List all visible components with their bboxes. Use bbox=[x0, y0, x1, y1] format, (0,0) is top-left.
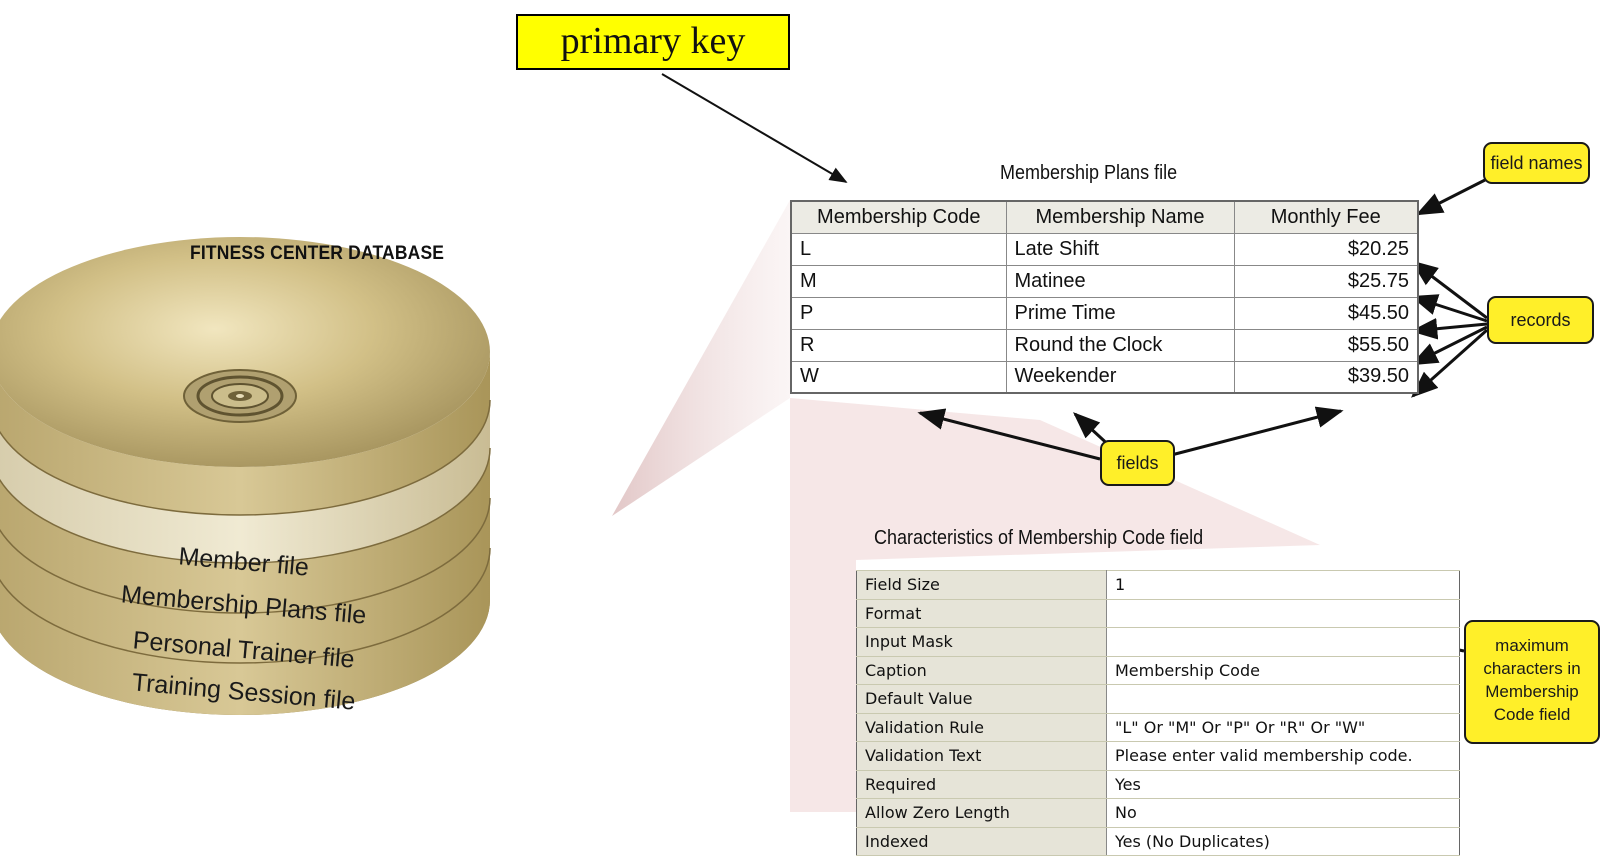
property-name: Required bbox=[856, 769, 1107, 799]
cell-code: L bbox=[790, 232, 1007, 266]
property-name: Indexed bbox=[856, 826, 1107, 856]
table-row: M Matinee $25.75 bbox=[790, 264, 1419, 298]
callout-field-names: field names bbox=[1483, 142, 1590, 184]
property-name: Field Size bbox=[856, 570, 1107, 600]
cell-fee: $45.50 bbox=[1233, 296, 1419, 330]
arrow-field-1 bbox=[917, 408, 1101, 461]
cell-code: P bbox=[790, 296, 1007, 330]
cell-name: Weekender bbox=[1005, 360, 1235, 394]
cell-fee: $25.75 bbox=[1233, 264, 1419, 298]
property-name: Caption bbox=[856, 655, 1107, 685]
cell-name: Matinee bbox=[1005, 264, 1235, 298]
property-value bbox=[1106, 598, 1460, 628]
characteristics-title: Characteristics of Membership Code field bbox=[874, 527, 1204, 549]
property-row: Default Value bbox=[856, 684, 1460, 714]
cell-code: M bbox=[790, 264, 1007, 298]
arrow-field-names bbox=[1415, 178, 1486, 216]
table-row: P Prime Time $45.50 bbox=[790, 296, 1419, 330]
cell-code: R bbox=[790, 328, 1007, 362]
property-value: Membership Code bbox=[1106, 655, 1460, 685]
cell-fee: $55.50 bbox=[1233, 328, 1419, 362]
property-value: 1 bbox=[1106, 570, 1460, 600]
primary-key-label: primary key bbox=[516, 14, 790, 70]
callout-fields: fields bbox=[1100, 440, 1175, 486]
property-name: Input Mask bbox=[856, 627, 1107, 657]
property-row: Format bbox=[856, 598, 1460, 628]
property-row: Validation Rule"L" Or "M" Or "P" Or "R" … bbox=[856, 712, 1460, 742]
arrow-record-2 bbox=[1410, 294, 1488, 323]
membership-plans-table: Membership Code Membership Name Monthly … bbox=[790, 200, 1419, 394]
disk-stack bbox=[0, 237, 491, 715]
arrow-record-1 bbox=[1410, 260, 1488, 320]
table-row: W Weekender $39.50 bbox=[790, 360, 1419, 394]
property-value: Yes (No Duplicates) bbox=[1106, 826, 1460, 856]
arrow-record-5 bbox=[1410, 328, 1488, 398]
property-name: Default Value bbox=[856, 684, 1107, 714]
column-header-monthly-fee: Monthly Fee bbox=[1233, 200, 1419, 234]
table-row: L Late Shift $20.25 bbox=[790, 232, 1419, 266]
projection-fan-characteristics bbox=[790, 398, 1320, 812]
property-name: Validation Rule bbox=[856, 712, 1107, 742]
disk-hub-icon bbox=[183, 369, 297, 423]
property-value: "L" Or "M" Or "P" Or "R" Or "W" bbox=[1106, 712, 1460, 742]
plans-table-title: Membership Plans file bbox=[1000, 162, 1178, 184]
cell-fee: $39.50 bbox=[1233, 360, 1419, 394]
table-row: R Round the Clock $55.50 bbox=[790, 328, 1419, 362]
property-value bbox=[1106, 684, 1460, 714]
property-name: Format bbox=[856, 598, 1107, 628]
arrow-primary-key bbox=[661, 73, 848, 183]
cell-name: Late Shift bbox=[1005, 232, 1235, 266]
property-row: Input Mask bbox=[856, 627, 1460, 657]
callout-maximum-characters: maximum characters in Membership Code fi… bbox=[1464, 620, 1600, 744]
property-value bbox=[1106, 627, 1460, 657]
cell-fee: $20.25 bbox=[1233, 232, 1419, 266]
arrow-record-4 bbox=[1410, 325, 1488, 366]
arrow-field-3 bbox=[1155, 406, 1344, 461]
column-header-membership-code: Membership Code bbox=[790, 200, 1007, 234]
projection-fan-plans bbox=[612, 200, 790, 516]
column-header-membership-name: Membership Name bbox=[1005, 200, 1235, 234]
property-value: Please enter valid membership code. bbox=[1106, 741, 1460, 771]
property-name: Validation Text bbox=[856, 741, 1107, 771]
cell-name: Round the Clock bbox=[1005, 328, 1235, 362]
table-header-row: Membership Code Membership Name Monthly … bbox=[790, 200, 1419, 234]
property-name: Allow Zero Length bbox=[856, 798, 1107, 828]
cell-name: Prime Time bbox=[1005, 296, 1235, 330]
cell-code: W bbox=[790, 360, 1007, 394]
property-value: Yes bbox=[1106, 769, 1460, 799]
property-value: No bbox=[1106, 798, 1460, 828]
arrow-record-3 bbox=[1410, 317, 1488, 340]
callout-records: records bbox=[1487, 296, 1594, 344]
database-title: FITNESS CENTER DATABASE bbox=[190, 243, 445, 264]
